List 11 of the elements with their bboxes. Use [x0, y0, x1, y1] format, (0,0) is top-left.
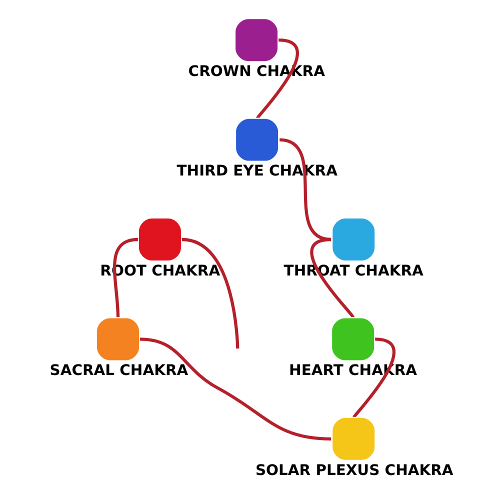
node-box — [236, 118, 278, 161]
node-box — [332, 218, 374, 260]
node-box — [138, 218, 180, 260]
node-box — [235, 19, 278, 62]
node-label: SOLAR PLEXUS CHAKRA — [254, 462, 453, 479]
node-box — [332, 418, 374, 460]
connector — [181, 238, 239, 349]
node-box — [96, 318, 138, 360]
connector — [139, 338, 331, 440]
node-box — [332, 318, 374, 360]
node-label: SACRAL CHAKRA — [49, 362, 188, 380]
